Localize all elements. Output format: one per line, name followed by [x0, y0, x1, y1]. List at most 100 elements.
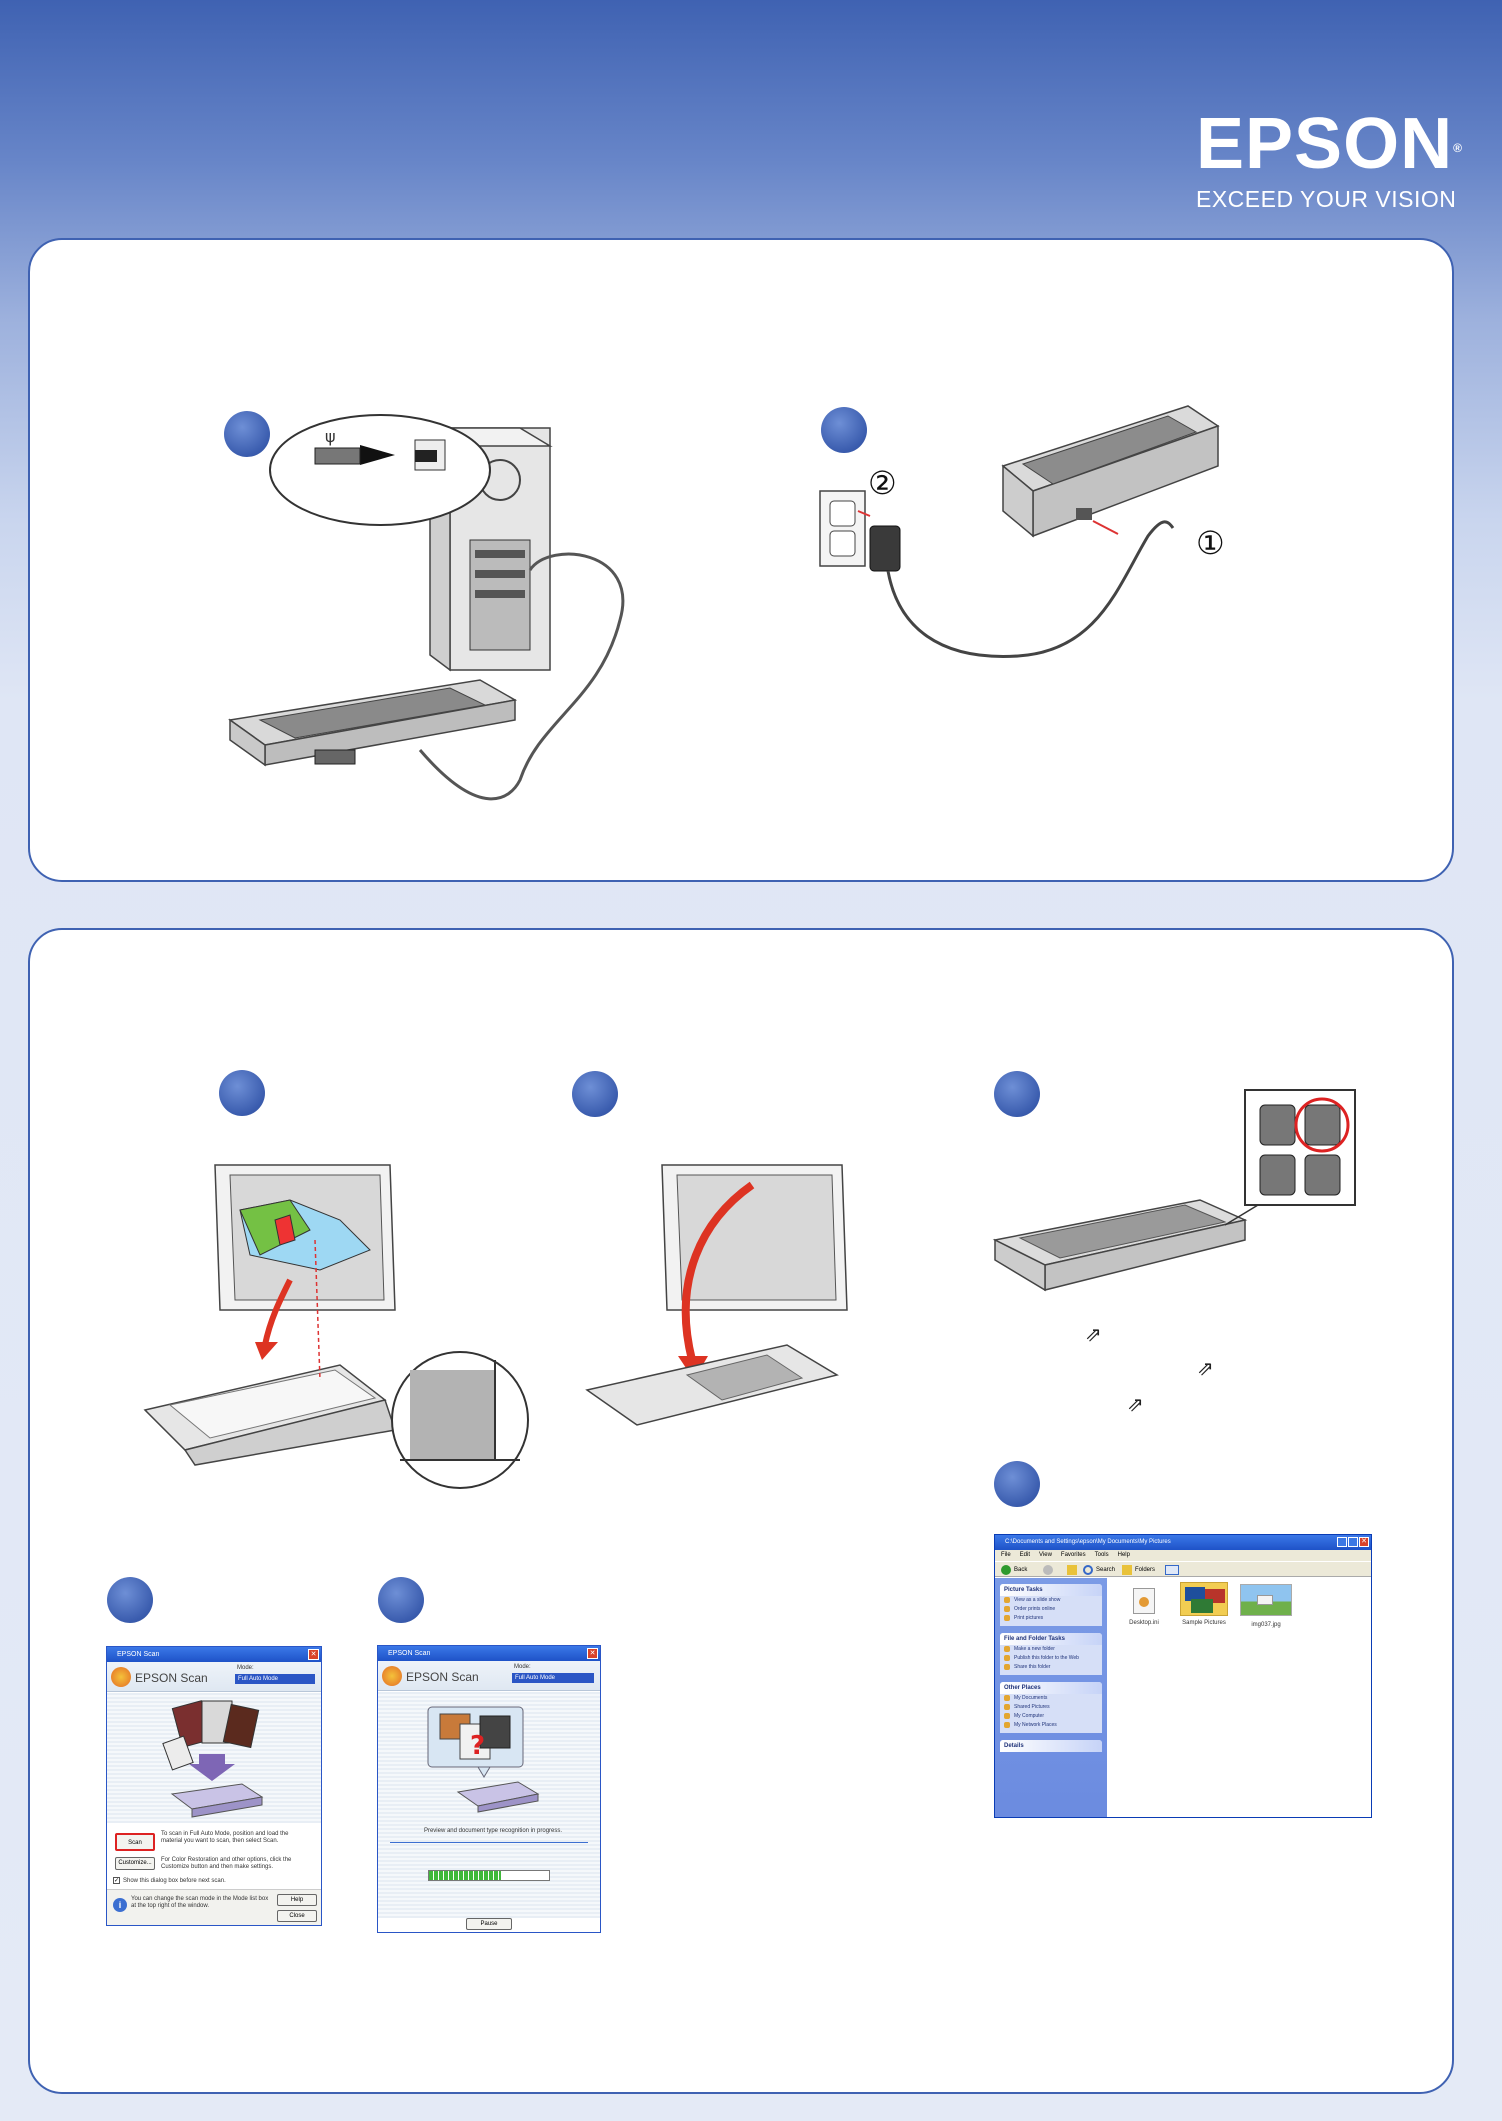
task-group: Details — [1000, 1740, 1102, 1752]
auto-mode-instructions: To scan in Full Auto Mode, position and … — [161, 1831, 289, 1844]
task-item[interactable]: Order prints online — [1000, 1605, 1102, 1614]
task-item[interactable]: Make a new folder — [1000, 1645, 1102, 1654]
up-folder-icon[interactable] — [1067, 1565, 1077, 1575]
task-icon — [1004, 1646, 1010, 1652]
close-icon[interactable]: ✕ — [1359, 1537, 1369, 1547]
scan-illustration — [107, 1693, 321, 1823]
mode-select[interactable]: Full Auto Mode — [512, 1673, 594, 1683]
file-name: Desktop.ini — [1129, 1620, 1159, 1626]
task-item-label: Make a new folder — [1014, 1646, 1055, 1652]
task-item-label: Order prints online — [1014, 1606, 1056, 1612]
task-group-header[interactable]: Picture Tasks — [1000, 1584, 1102, 1596]
task-group-header[interactable]: File and Folder Tasks — [1000, 1633, 1102, 1645]
task-icon — [1004, 1713, 1010, 1719]
info-text: You can change the scan mode in the Mode… — [131, 1896, 269, 1909]
task-item[interactable]: Share this folder — [1000, 1663, 1102, 1672]
views-icon[interactable] — [1165, 1565, 1179, 1575]
step-badge-power — [821, 407, 867, 453]
folders-label[interactable]: Folders — [1135, 1567, 1156, 1573]
app-name: EPSON Scan — [406, 1670, 479, 1684]
scan-window-header: EPSON Scan Mode: Full Auto Mode — [107, 1662, 321, 1692]
menu-edit[interactable]: Edit — [1019, 1552, 1031, 1558]
progress-bar — [428, 1870, 550, 1881]
task-item[interactable]: My Network Places — [1000, 1721, 1102, 1730]
step-badge-usb — [224, 411, 270, 457]
task-item[interactable]: My Documents — [1000, 1694, 1102, 1703]
close-icon[interactable]: ✕ — [587, 1648, 598, 1659]
divider — [390, 1842, 588, 1843]
customize-button[interactable]: Customize... — [115, 1857, 155, 1870]
menu-tools[interactable]: Tools — [1094, 1552, 1109, 1558]
task-group-spacer — [1000, 1730, 1102, 1733]
task-icon — [1004, 1597, 1010, 1603]
brand-tagline: EXCEED YOUR VISION — [1196, 186, 1457, 212]
mode-label: Mode: — [514, 1664, 531, 1670]
task-group-spacer — [1000, 1672, 1102, 1675]
forward-icon[interactable] — [1043, 1565, 1053, 1575]
window-controls: ✕ — [1337, 1537, 1369, 1547]
menu-view[interactable]: View — [1039, 1552, 1052, 1558]
task-group-header[interactable]: Other Places — [1000, 1682, 1102, 1694]
folder-sample-pictures[interactable]: Sample Pictures — [1176, 1582, 1232, 1626]
task-item-label: My Documents — [1014, 1695, 1048, 1701]
usb-connection-illustration: ψ — [228, 414, 625, 801]
task-item[interactable]: View as a slide show — [1000, 1596, 1102, 1605]
callout-scanner: ① — [1196, 524, 1225, 562]
scan-icon: ⇗ — [1085, 1322, 1102, 1346]
scan-button[interactable]: Scan — [115, 1833, 155, 1851]
task-item-label: My Network Places — [1014, 1722, 1057, 1728]
maximize-icon[interactable] — [1348, 1537, 1358, 1547]
task-group-header[interactable]: Details — [1000, 1740, 1102, 1752]
pause-button[interactable]: Pause — [466, 1918, 512, 1930]
task-item[interactable]: My Computer — [1000, 1712, 1102, 1721]
back-label[interactable]: Back — [1014, 1567, 1028, 1573]
menu-help[interactable]: Help — [1117, 1552, 1130, 1558]
menu-file[interactable]: File — [1001, 1552, 1011, 1558]
menu-bar: File Edit View Favorites Tools Help — [995, 1550, 1371, 1561]
close-icon[interactable]: ✕ — [308, 1649, 319, 1660]
info-icon: i — [113, 1898, 127, 1912]
svg-text:?: ? — [470, 1731, 485, 1761]
callout-outlet: ② — [868, 464, 897, 502]
search-label[interactable]: Search — [1096, 1567, 1116, 1573]
task-icon — [1004, 1655, 1010, 1661]
show-dialog-checkbox[interactable]: ✓ — [113, 1877, 120, 1884]
scan-icon: ⇗ — [1197, 1356, 1214, 1380]
task-item[interactable]: Shared Pictures — [1000, 1703, 1102, 1712]
mode-select[interactable]: Full Auto Mode — [235, 1674, 315, 1684]
back-icon[interactable] — [1001, 1565, 1011, 1575]
recognition-icon: ? — [427, 1706, 540, 1813]
progress-window-header: EPSON Scan Mode: Full Auto Mode — [378, 1661, 600, 1691]
task-item[interactable]: Print pictures — [1000, 1614, 1102, 1623]
help-button[interactable]: Help — [277, 1894, 317, 1906]
search-icon[interactable] — [1083, 1565, 1093, 1575]
photos-and-scanner-icon — [162, 1700, 264, 1818]
minimize-icon[interactable] — [1337, 1537, 1347, 1547]
step-badge-progress — [378, 1577, 424, 1623]
menu-favorites[interactable]: Favorites — [1060, 1552, 1086, 1558]
task-group-spacer — [1000, 1623, 1102, 1626]
close-button[interactable]: Close — [277, 1910, 317, 1922]
brand-name: EPSON — [1196, 104, 1454, 184]
explorer-window: C:\Documents and Settings\epson\My Docum… — [994, 1534, 1372, 1818]
task-item-label: View as a slide show — [1014, 1597, 1061, 1603]
task-item[interactable]: Publish this folder to the Web — [1000, 1654, 1102, 1663]
scan-icon: ⇗ — [1127, 1392, 1144, 1416]
power-connection-illustration — [819, 405, 1220, 658]
folder-name: Sample Pictures — [1182, 1620, 1226, 1626]
place-photo-illustration — [143, 1164, 529, 1489]
file-desktop-ini[interactable]: Desktop.ini — [1116, 1588, 1172, 1626]
info-bar: i You can change the scan mode in the Mo… — [107, 1889, 321, 1925]
close-lid-illustration — [585, 1164, 848, 1426]
folders-icon[interactable] — [1122, 1565, 1132, 1575]
progress-bar-fill — [429, 1871, 501, 1880]
file-img037[interactable]: img037.jpg — [1236, 1584, 1296, 1628]
customize-instructions: For Color Restoration and other options,… — [161, 1857, 292, 1870]
window-title: EPSON Scan — [107, 1647, 321, 1662]
svg-text:ψ: ψ — [325, 427, 336, 446]
task-icon — [1004, 1722, 1010, 1728]
epson-logo: EPSON® EXCEED YOUR VISION — [1196, 108, 1466, 213]
file-area: Desktop.ini Sample Pictures img037.jpg — [1108, 1578, 1371, 1817]
